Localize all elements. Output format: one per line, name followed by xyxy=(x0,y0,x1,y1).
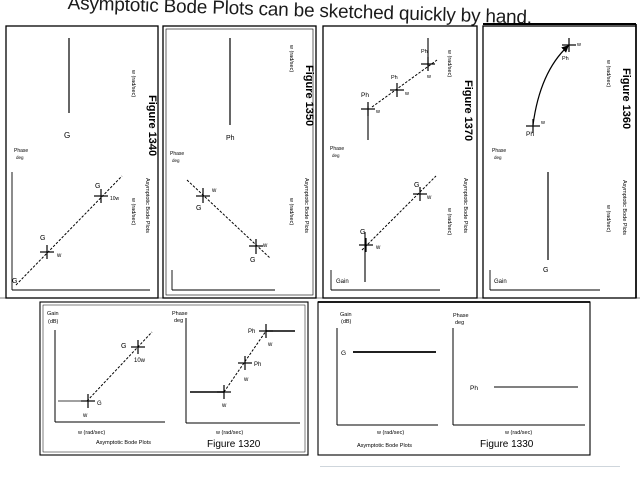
svg-text:Ph: Ph xyxy=(470,385,478,392)
svg-text:deg: deg xyxy=(174,318,183,324)
svg-text:w: w xyxy=(221,403,227,409)
figure-1350-label: Figure 1350 xyxy=(303,65,315,126)
caption-label: Asymptotic Bode Plots xyxy=(144,178,150,233)
x-axis-label: w (rad/sec) xyxy=(288,197,294,225)
svg-text:Gain: Gain xyxy=(47,311,59,317)
x-axis-label: w (rad/sec) xyxy=(77,430,105,436)
svg-text:(dB): (dB) xyxy=(341,319,352,325)
svg-text:deg: deg xyxy=(332,153,340,158)
caption-label: Asymptotic Bode Plots xyxy=(462,178,468,233)
svg-text:Ph: Ph xyxy=(248,329,255,335)
svg-text:Gain: Gain xyxy=(340,312,352,318)
x-axis-label: w (rad/sec) xyxy=(215,430,243,436)
svg-text:w: w xyxy=(262,243,268,249)
caption-label: Asymptotic Bode Plots xyxy=(357,443,412,449)
svg-text:Phase: Phase xyxy=(172,311,188,317)
svg-text:G: G xyxy=(95,183,100,190)
panel-figure-1320: Gain (dB) G 10w G w w (rad/sec) Asymptot… xyxy=(39,301,309,456)
svg-text:w: w xyxy=(211,188,217,194)
svg-text:w: w xyxy=(56,253,62,259)
svg-text:10w: 10w xyxy=(110,196,120,202)
svg-text:Ph: Ph xyxy=(421,49,428,55)
svg-text:w: w xyxy=(375,245,381,251)
svg-text:G: G xyxy=(12,278,17,285)
svg-text:Phase: Phase xyxy=(330,146,344,152)
panel-figure-1330: Gain (dB) G w (rad/sec) Asymptotic Bode … xyxy=(317,301,591,456)
figure-1360-label: Figure 1360 xyxy=(620,68,632,129)
figure-1340-label: Figure 1340 xyxy=(146,95,158,156)
svg-text:w: w xyxy=(404,91,409,97)
svg-text:w: w xyxy=(243,377,249,383)
svg-text:Ph: Ph xyxy=(226,135,235,142)
caption-label: Asymptotic Bode Plots xyxy=(621,180,627,235)
svg-text:G: G xyxy=(97,401,102,407)
svg-text:Phase: Phase xyxy=(170,151,184,157)
phase-axis-label: Phase xyxy=(14,148,28,154)
panel-figure-1340: G Phase deg G w G 10w G Figure 1340 w (r… xyxy=(5,25,159,299)
svg-text:w: w xyxy=(82,413,88,419)
svg-text:Ph: Ph xyxy=(361,92,369,99)
panel-figure-1370: Ph w Ph w Ph w Phase deg G w G w Gain Fi… xyxy=(322,25,478,299)
figure-1320-label: Figure 1320 xyxy=(207,439,261,450)
panel-figure-1360: Ph w Ph w Phase deg G Gain Figure 1360 w… xyxy=(482,23,637,299)
svg-text:G: G xyxy=(121,343,126,350)
svg-text:deg: deg xyxy=(172,158,180,163)
x-axis-label: w (rad/sec) xyxy=(605,59,611,87)
svg-text:Phase: Phase xyxy=(492,148,506,154)
svg-text:G: G xyxy=(360,229,365,236)
svg-text:Ph: Ph xyxy=(562,56,569,62)
svg-text:Phase: Phase xyxy=(453,313,469,319)
svg-text:deg: deg xyxy=(455,320,464,326)
gain-marker-label: G xyxy=(40,235,45,242)
svg-text:Ph: Ph xyxy=(391,75,398,81)
svg-text:w: w xyxy=(426,195,432,201)
panel-figure-1350: Ph Phase deg G w G w Figure 1350 w (rad/… xyxy=(162,25,317,299)
svg-text:G: G xyxy=(250,257,255,264)
x-axis-label: w (rad/sec) xyxy=(446,207,452,235)
x-axis-label: w (rad/sec) xyxy=(605,204,611,232)
svg-text:w: w xyxy=(426,74,431,80)
x-axis-label: w (rad/sec) xyxy=(130,197,136,225)
svg-text:w: w xyxy=(576,42,581,48)
svg-text:Ph: Ph xyxy=(254,362,261,368)
svg-text:w: w xyxy=(375,109,380,115)
svg-text:deg: deg xyxy=(494,155,502,160)
svg-text:(dB): (dB) xyxy=(48,319,59,325)
x-axis-label: w (rad/sec) xyxy=(446,49,452,77)
caption-label: Asymptotic Bode Plots xyxy=(303,178,309,233)
svg-text:w: w xyxy=(540,120,545,126)
svg-text:Ph: Ph xyxy=(526,131,534,138)
svg-text:10w: 10w xyxy=(134,358,146,364)
x-axis-label: w (rad/sec) xyxy=(130,69,136,97)
svg-text:deg: deg xyxy=(16,155,24,160)
svg-text:Gain: Gain xyxy=(336,279,349,285)
caption-label: Asymptotic Bode Plots xyxy=(96,440,151,446)
phase-label: G xyxy=(64,131,70,140)
svg-text:G: G xyxy=(543,267,548,274)
figure-1330-label: Figure 1330 xyxy=(480,439,534,450)
x-axis-label: w (rad/sec) xyxy=(376,430,404,436)
svg-text:G: G xyxy=(341,350,346,357)
figure-1370-label: Figure 1370 xyxy=(462,80,474,141)
svg-text:Gain: Gain xyxy=(494,279,507,285)
x-axis-label: w (rad/sec) xyxy=(288,44,294,72)
x-axis-label: w (rad/sec) xyxy=(504,430,532,436)
svg-text:G: G xyxy=(414,182,419,189)
svg-text:G: G xyxy=(196,205,201,212)
svg-text:w: w xyxy=(267,342,273,348)
